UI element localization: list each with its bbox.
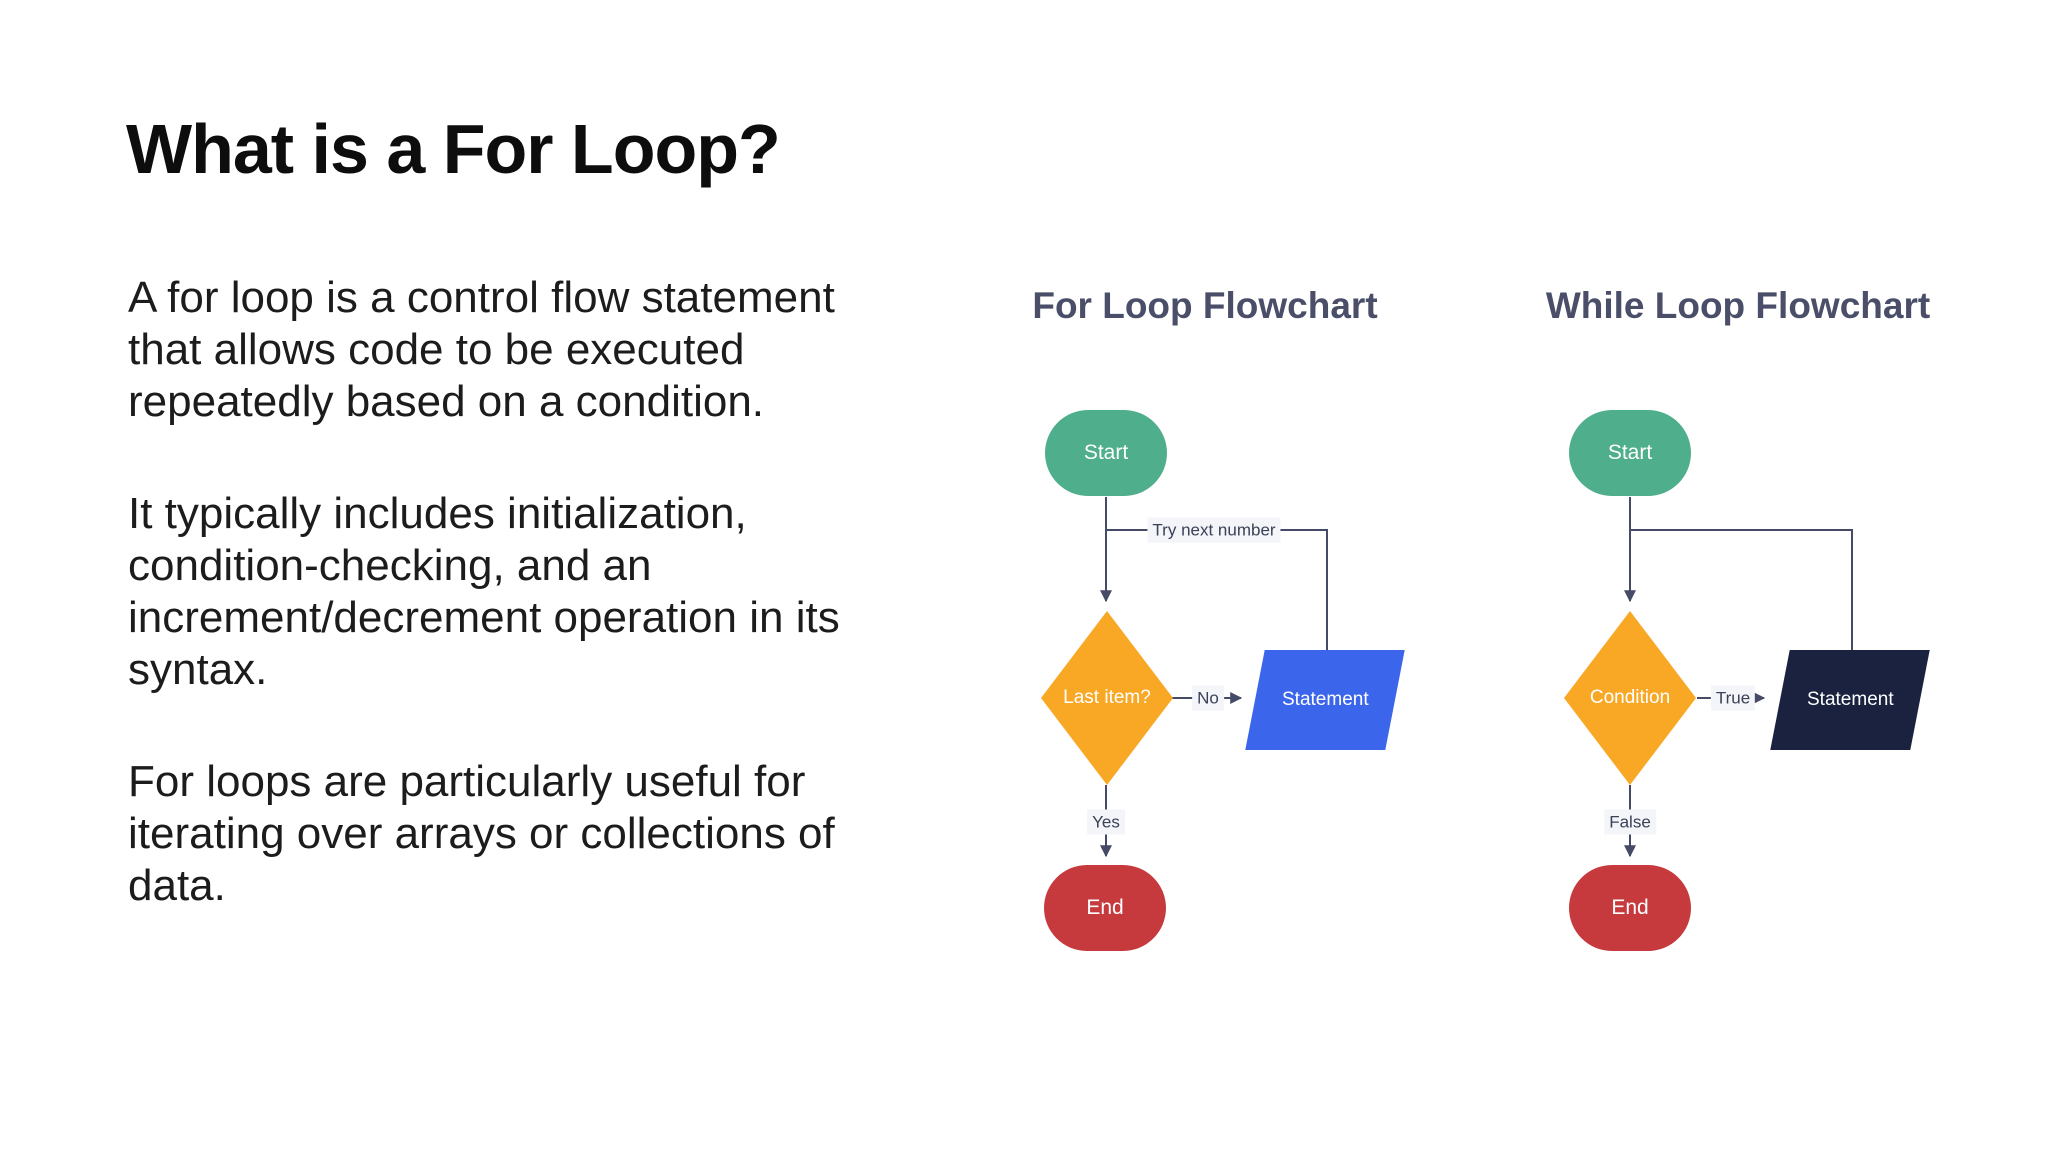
paragraph-line: data. (128, 861, 226, 910)
for-loop-chart-title: For Loop Flowchart (1032, 285, 1378, 326)
paragraph-line: A for loop is a control flow statement (128, 273, 835, 322)
paragraph-line: that allows code to be executed (128, 325, 745, 374)
body-text: A for loop is a control flow statement t… (128, 272, 988, 972)
for-statement-node: Statement (1245, 650, 1405, 750)
node-label: End (1611, 896, 1649, 919)
paragraph-line: condition-checking, and an (128, 541, 652, 590)
for-start-node: Start (1045, 410, 1167, 496)
yes-label: Yes (1087, 809, 1125, 835)
while-decision-node: Condition (1564, 611, 1696, 785)
paragraph-line: For loops are particularly useful for (128, 757, 806, 806)
while-loop-back-connector (1630, 529, 1853, 650)
node-label: End (1086, 896, 1124, 919)
paragraph-line: syntax. (128, 645, 268, 694)
intro-paragraph: A for loop is a control flow statement t… (128, 272, 988, 428)
loop-back-label: Try next number (1147, 517, 1281, 543)
while-start-node: Start (1569, 410, 1691, 496)
paragraph-line: It typically includes initialization, (128, 489, 747, 538)
node-label: Statement (1281, 689, 1369, 710)
for-end-node: End (1044, 865, 1166, 951)
node-label: Start (1607, 441, 1653, 464)
for-loop-back-connector (1106, 529, 1328, 650)
true-label: True (1710, 685, 1756, 711)
node-label: Condition (1589, 687, 1671, 708)
node-label: Start (1083, 441, 1129, 464)
paragraph-line: repeatedly based on a condition. (128, 377, 765, 426)
no-label: No (1192, 685, 1224, 711)
node-label: Statement (1806, 689, 1894, 710)
false-label: False (1604, 809, 1656, 835)
while-statement-node: Statement (1770, 650, 1930, 750)
usage-paragraph: For loops are particularly useful for it… (128, 756, 988, 912)
while-loop-chart-title: While Loop Flowchart (1545, 285, 1931, 326)
syntax-paragraph: It typically includes initialization, co… (128, 488, 988, 696)
page-title: What is a For Loop? (126, 110, 781, 188)
while-end-node: End (1569, 865, 1691, 951)
for-decision-node: Last item? (1041, 611, 1173, 785)
paragraph-line: iterating over arrays or collections of (128, 809, 835, 858)
node-label: Last item? (1063, 687, 1151, 708)
paragraph-line: increment/decrement operation in its (128, 593, 840, 642)
